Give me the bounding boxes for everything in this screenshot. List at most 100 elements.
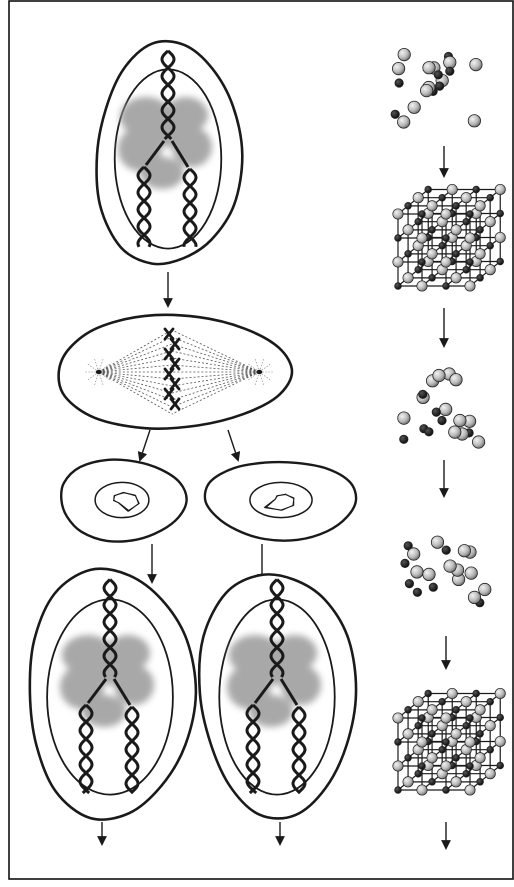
atom-icon	[451, 273, 461, 283]
atom-icon	[463, 266, 470, 273]
atom-icon	[419, 763, 426, 770]
atom-icon	[495, 688, 505, 698]
atom-icon	[463, 722, 470, 729]
atom-icon	[419, 390, 427, 398]
atom-icon	[435, 82, 443, 90]
atom-icon	[458, 545, 470, 557]
atom-icon	[465, 233, 475, 243]
atom-icon	[441, 209, 451, 219]
atom-icon	[441, 713, 451, 723]
atom-icon	[427, 753, 437, 763]
atom-icon	[477, 730, 484, 737]
atom-icon	[417, 281, 427, 291]
atom-icon	[403, 225, 413, 235]
atom-icon	[453, 706, 460, 713]
atom-icon	[465, 567, 477, 579]
atom-icon	[465, 281, 475, 291]
atom-icon	[434, 71, 442, 79]
disordered-atoms	[398, 368, 485, 448]
atom-icon	[439, 194, 446, 201]
atom-icon	[440, 403, 452, 415]
atom-icon	[429, 730, 436, 737]
atom-icon	[427, 705, 437, 715]
atom-icon	[439, 746, 446, 753]
atom-icon	[405, 202, 412, 209]
atom-icon	[405, 579, 413, 587]
atom-icon	[398, 116, 410, 128]
atom-icon	[433, 369, 445, 381]
atom-icon	[423, 61, 435, 73]
atom-icon	[477, 226, 484, 233]
atom-icon	[427, 201, 437, 211]
atom-icon	[393, 761, 403, 771]
atom-icon	[443, 283, 450, 290]
interphase-cell	[199, 574, 356, 818]
atom-icon	[485, 265, 495, 275]
atom-icon	[395, 283, 402, 290]
atom-icon	[427, 249, 437, 259]
atom-icon	[443, 787, 450, 794]
atom-icon	[465, 785, 475, 795]
atom-icon	[495, 184, 505, 194]
atom-icon	[444, 560, 456, 572]
atom-icon	[425, 186, 432, 193]
atom-icon	[449, 426, 461, 438]
atom-icon	[446, 67, 454, 75]
dividing-cell	[59, 315, 292, 429]
atom-icon	[405, 250, 412, 257]
daughter-cell	[61, 460, 186, 542]
atom-icon	[467, 259, 474, 266]
centriole	[96, 370, 102, 374]
atom-icon	[392, 62, 404, 74]
atom-icon	[477, 274, 484, 281]
atom-icon	[413, 588, 421, 596]
atom-icon	[443, 739, 450, 746]
atom-icon	[429, 583, 437, 591]
arrow-down-icon	[140, 430, 150, 460]
atom-icon	[395, 787, 402, 794]
atom-icon	[442, 546, 450, 554]
atom-icon	[415, 722, 422, 729]
atom-icon	[395, 235, 402, 242]
arrow-down-icon	[228, 430, 238, 460]
atom-icon	[450, 374, 462, 386]
atom-icon	[467, 763, 474, 770]
disordered-atoms	[391, 48, 482, 128]
atom-icon	[395, 79, 403, 87]
atom-icon	[468, 115, 480, 127]
atom-icon	[429, 226, 436, 233]
atom-icon	[415, 266, 422, 273]
atom-icon	[485, 217, 495, 227]
atom-icon	[470, 58, 482, 70]
cell-membrane	[205, 462, 356, 541]
atom-icon	[495, 232, 505, 242]
atom-icon	[497, 258, 504, 265]
atom-icon	[415, 770, 422, 777]
left-panel	[30, 41, 356, 844]
atom-icon	[453, 754, 460, 761]
atom-icon	[487, 194, 494, 201]
atom-icon	[447, 184, 457, 194]
atom-icon	[403, 777, 413, 787]
atom-icon	[447, 688, 457, 698]
lattice-cube-icon	[393, 688, 506, 795]
atom-icon	[405, 754, 412, 761]
daughter-cell	[205, 462, 356, 541]
atom-icon	[495, 736, 505, 746]
atom-icon	[485, 721, 495, 731]
atom-icon	[487, 746, 494, 753]
centriole	[256, 370, 262, 374]
atom-icon	[487, 698, 494, 705]
atom-icon	[423, 568, 435, 580]
atom-icon	[454, 414, 466, 426]
atom-icon	[438, 416, 446, 424]
interphase-cell	[97, 41, 243, 264]
cell-membrane	[61, 460, 186, 542]
atom-icon	[439, 698, 446, 705]
atom-icon	[463, 770, 470, 777]
atom-icon	[413, 193, 423, 203]
atom-icon	[398, 48, 410, 60]
atom-icon	[439, 242, 446, 249]
